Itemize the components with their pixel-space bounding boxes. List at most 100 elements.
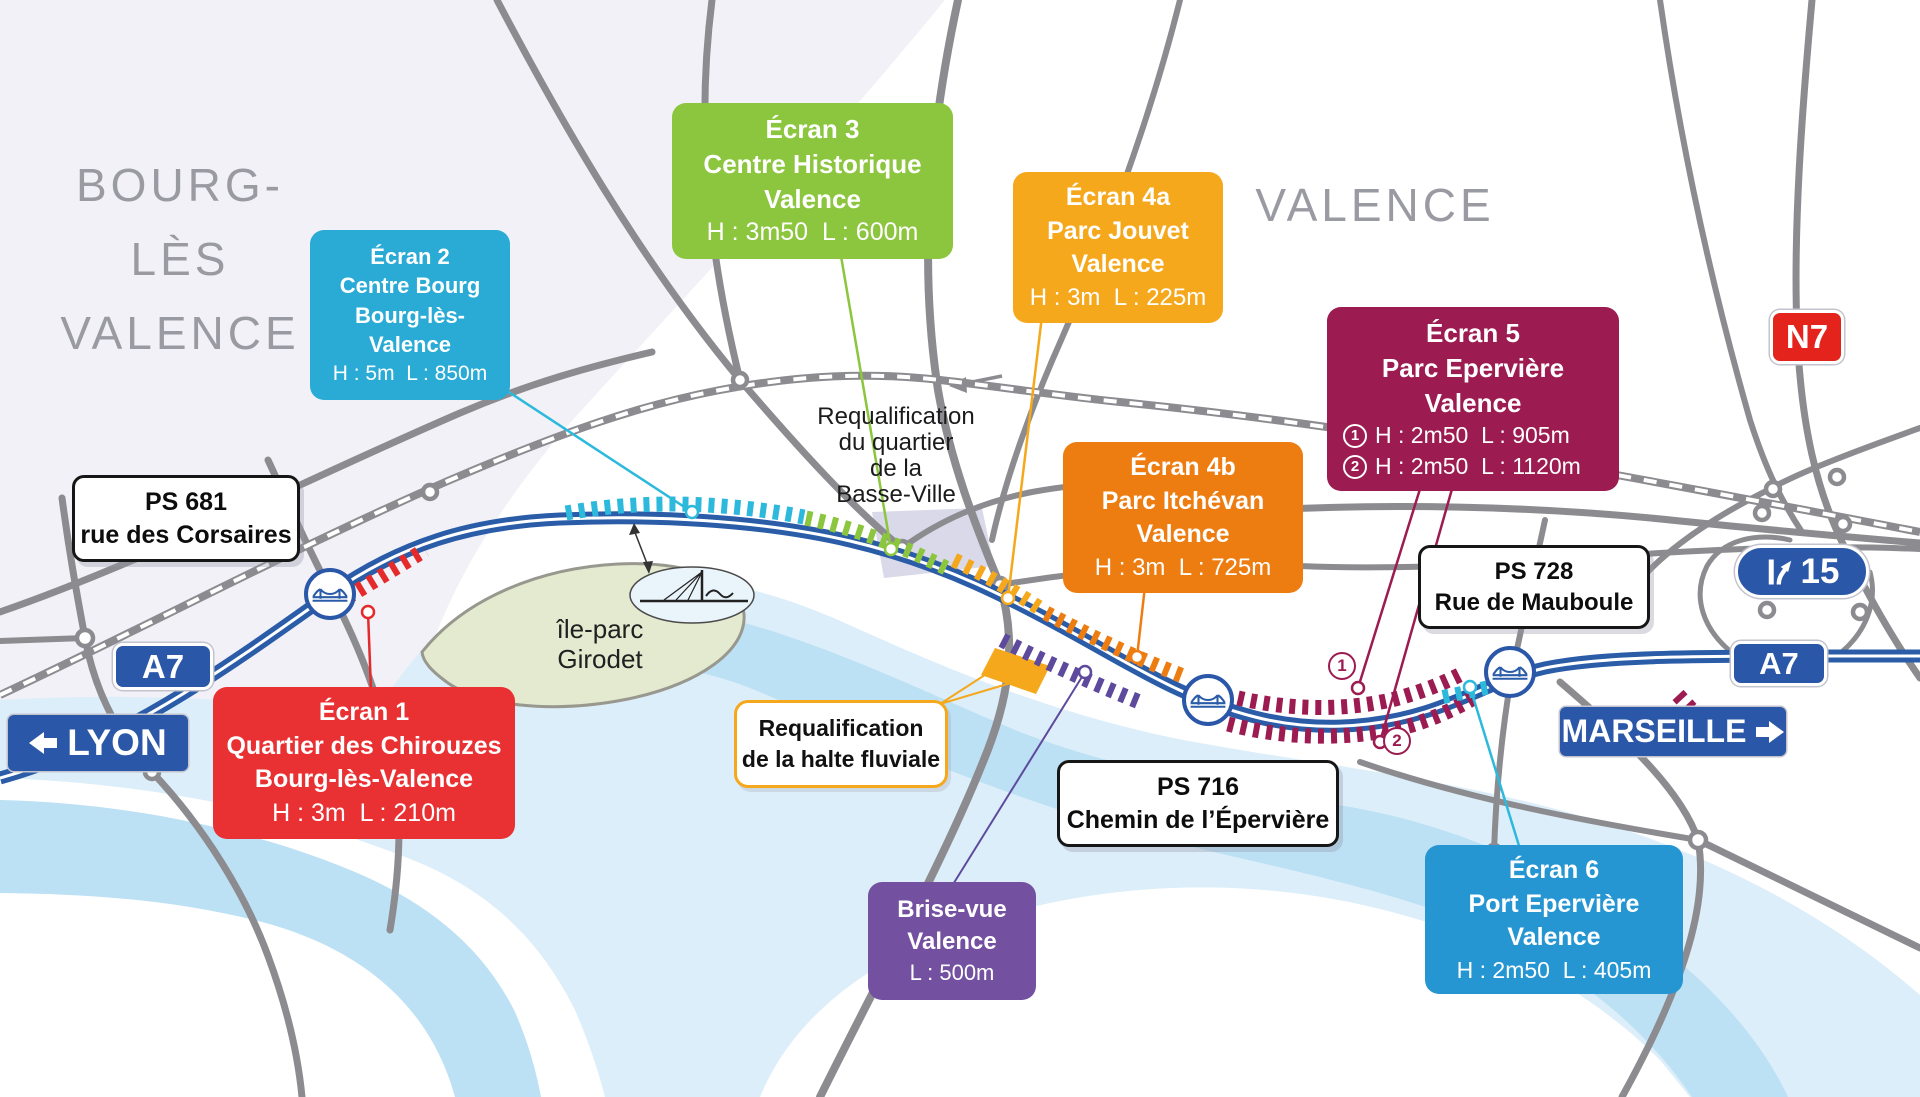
marseille-direction-sign: MARSEILLE	[1560, 707, 1786, 756]
note-line: Basse-Ville	[836, 481, 956, 508]
circled-number-1: 1	[1343, 423, 1367, 448]
overpass-ref: PS 716	[1156, 773, 1239, 801]
callout-line: Valence	[1071, 250, 1165, 278]
note-halte-fluviale: Requalification de la halte fluviale	[734, 700, 948, 789]
callout-line: Valence	[1136, 520, 1230, 548]
marseille-sign-label: MARSEILLE	[1561, 713, 1747, 749]
callout-line: Valence	[907, 928, 997, 956]
map-marker-label: 2	[1392, 731, 1402, 750]
callout-title: Écran 5	[1426, 318, 1520, 348]
callout-ecran-1: Écran 1 Quartier des Chirouzes Bourg-lès…	[213, 687, 515, 839]
callout-line: Centre Bourg	[339, 273, 481, 299]
n7-badge: N7	[1770, 310, 1844, 364]
callout-line: Bourg-lès-Valence	[355, 302, 465, 358]
callout-title: Brise-vue	[897, 896, 1007, 923]
callout-dims-2: 2 H : 2m50 L : 1120m	[1333, 451, 1613, 482]
callout-title: Écran 3	[765, 114, 860, 144]
city-label-line: VALENCE	[60, 307, 300, 359]
callout-dims-text: H : 2m50 L : 1120m	[1375, 453, 1581, 480]
callout-line: Valence	[764, 183, 861, 214]
bridge-icon-corsaires	[304, 568, 356, 620]
note-line: Girodet	[557, 644, 643, 674]
barrier-ecran4b	[1042, 606, 1189, 685]
callout-ecran-4a: Écran 4a Parc Jouvet Valence H : 3m L : …	[1013, 172, 1223, 323]
bridge-icon	[1190, 694, 1226, 708]
overpass-ref: PS 681	[144, 488, 227, 516]
callout-dims: H : 2m50 L : 405m	[1456, 956, 1652, 983]
callout-dims: L : 500m	[909, 960, 995, 986]
callout-title: Écran 6	[1508, 856, 1600, 884]
callout-dims-text: H : 2m50 L : 905m	[1375, 422, 1570, 449]
callout-title: Écran 4b	[1130, 453, 1236, 481]
callout-line: Bourg-lès-Valence	[254, 765, 474, 793]
callout-line: Centre Historique	[703, 148, 922, 179]
barrier-ecran5-north	[1236, 665, 1469, 716]
halte-fluviale-marker	[981, 648, 1050, 694]
a7-badge-label: A7	[1759, 645, 1799, 681]
a7-badge-right: A7	[1731, 641, 1827, 686]
note-line: Requalification	[758, 715, 924, 741]
note-ile-parc-girodet: île-parc Girodet	[533, 614, 667, 674]
callout-dims: H : 3m L : 210m	[272, 798, 456, 827]
callout-ecran-3: Écran 3 Centre Historique Valence H : 3m…	[672, 103, 953, 259]
callout-line: Quartier des Chirouzes	[226, 731, 502, 760]
overpass-ps681-box: PS 681 rue des Corsaires	[72, 475, 300, 562]
callout-line: Parc Jouvet	[1047, 216, 1189, 245]
callout-dims-1: 1 H : 2m50 L : 905m	[1333, 420, 1613, 451]
exit-number-label: 15	[1800, 551, 1840, 591]
river-left-band-shape	[0, 800, 541, 1097]
note-line: Requalification	[817, 403, 975, 430]
callout-brise-vue: Brise-vue Valence L : 500m	[868, 882, 1036, 1000]
callout-ecran-2: Écran 2 Centre Bourg Bourg-lès-Valence H…	[310, 230, 510, 400]
lyon-direction-sign: LYON	[8, 715, 188, 771]
city-label-line: BOURG-LÈS	[76, 159, 284, 285]
bridge-icon	[312, 588, 348, 602]
exit-15-sign: 15	[1735, 545, 1869, 598]
overpass-name: Chemin de l’Épervière	[1066, 805, 1330, 834]
overpass-name: rue des Corsaires	[80, 520, 292, 549]
map-marker-2: 2	[1383, 727, 1411, 755]
callout-title: Écran 4a	[1065, 183, 1171, 211]
overpass-name: Rue de Mauboule	[1434, 589, 1634, 617]
girodet-bridge-sketch	[629, 523, 755, 624]
barrier-endpoint-dots	[360, 504, 1478, 750]
city-label-valence: VALENCE	[1255, 179, 1495, 231]
arrow-left-icon	[29, 732, 58, 754]
callout-dims: H : 3m L : 225m	[1029, 283, 1207, 311]
bridge-icon-marseille	[1484, 646, 1536, 698]
a7-badge-label: A7	[141, 647, 185, 685]
barrier-ecran6	[1441, 680, 1492, 704]
barrier-ecran4a	[950, 553, 1049, 618]
callout-line: Valence	[1507, 923, 1601, 951]
arrow-right-icon	[1756, 720, 1785, 743]
callout-connectors	[366, 255, 1522, 887]
city-label-bourg-les-valence: BOURG-LÈS VALENCE	[30, 148, 330, 370]
note-basse-ville: Requalification du quartier de la Basse-…	[790, 404, 1002, 508]
note-line: de la	[869, 455, 923, 482]
callout-dims: H : 3m50 L : 600m	[706, 218, 919, 247]
n7-badge-label: N7	[1785, 318, 1829, 355]
barrier-ecran2	[564, 496, 806, 525]
callout-ecran-4b: Écran 4b Parc Itchévan Valence H : 3m L …	[1063, 442, 1303, 593]
callout-dims: H : 3m L : 725m	[1094, 553, 1272, 581]
overpass-ps716-box: PS 716 Chemin de l’Épervière	[1057, 760, 1339, 847]
motorway-exit-icon	[1768, 559, 1791, 585]
map-marker-label: 1	[1337, 656, 1347, 675]
callout-line: Valence	[1424, 387, 1522, 418]
bridge-icon-eperviere	[1182, 674, 1234, 726]
a7-badge-left: A7	[113, 643, 213, 690]
callout-title: Écran 2	[370, 244, 450, 269]
callout-ecran-5: Écran 5 Parc Epervière Valence 1 H : 2m5…	[1327, 307, 1619, 492]
barrier-ecran3	[804, 510, 956, 578]
overpass-ps728-box: PS 728 Rue de Mauboule	[1418, 545, 1650, 630]
note-line: du quartier	[838, 429, 954, 456]
callout-line: Port Epervière	[1468, 889, 1640, 918]
barrier-brise-vue	[998, 633, 1145, 710]
map-marker-1: 1	[1328, 652, 1356, 680]
bridge-icon	[1492, 666, 1528, 680]
callout-title: Écran 1	[318, 698, 410, 726]
overpass-ref: PS 728	[1494, 558, 1574, 585]
note-line: île-parc	[556, 614, 644, 644]
callout-line: Parc Epervière	[1381, 352, 1565, 383]
